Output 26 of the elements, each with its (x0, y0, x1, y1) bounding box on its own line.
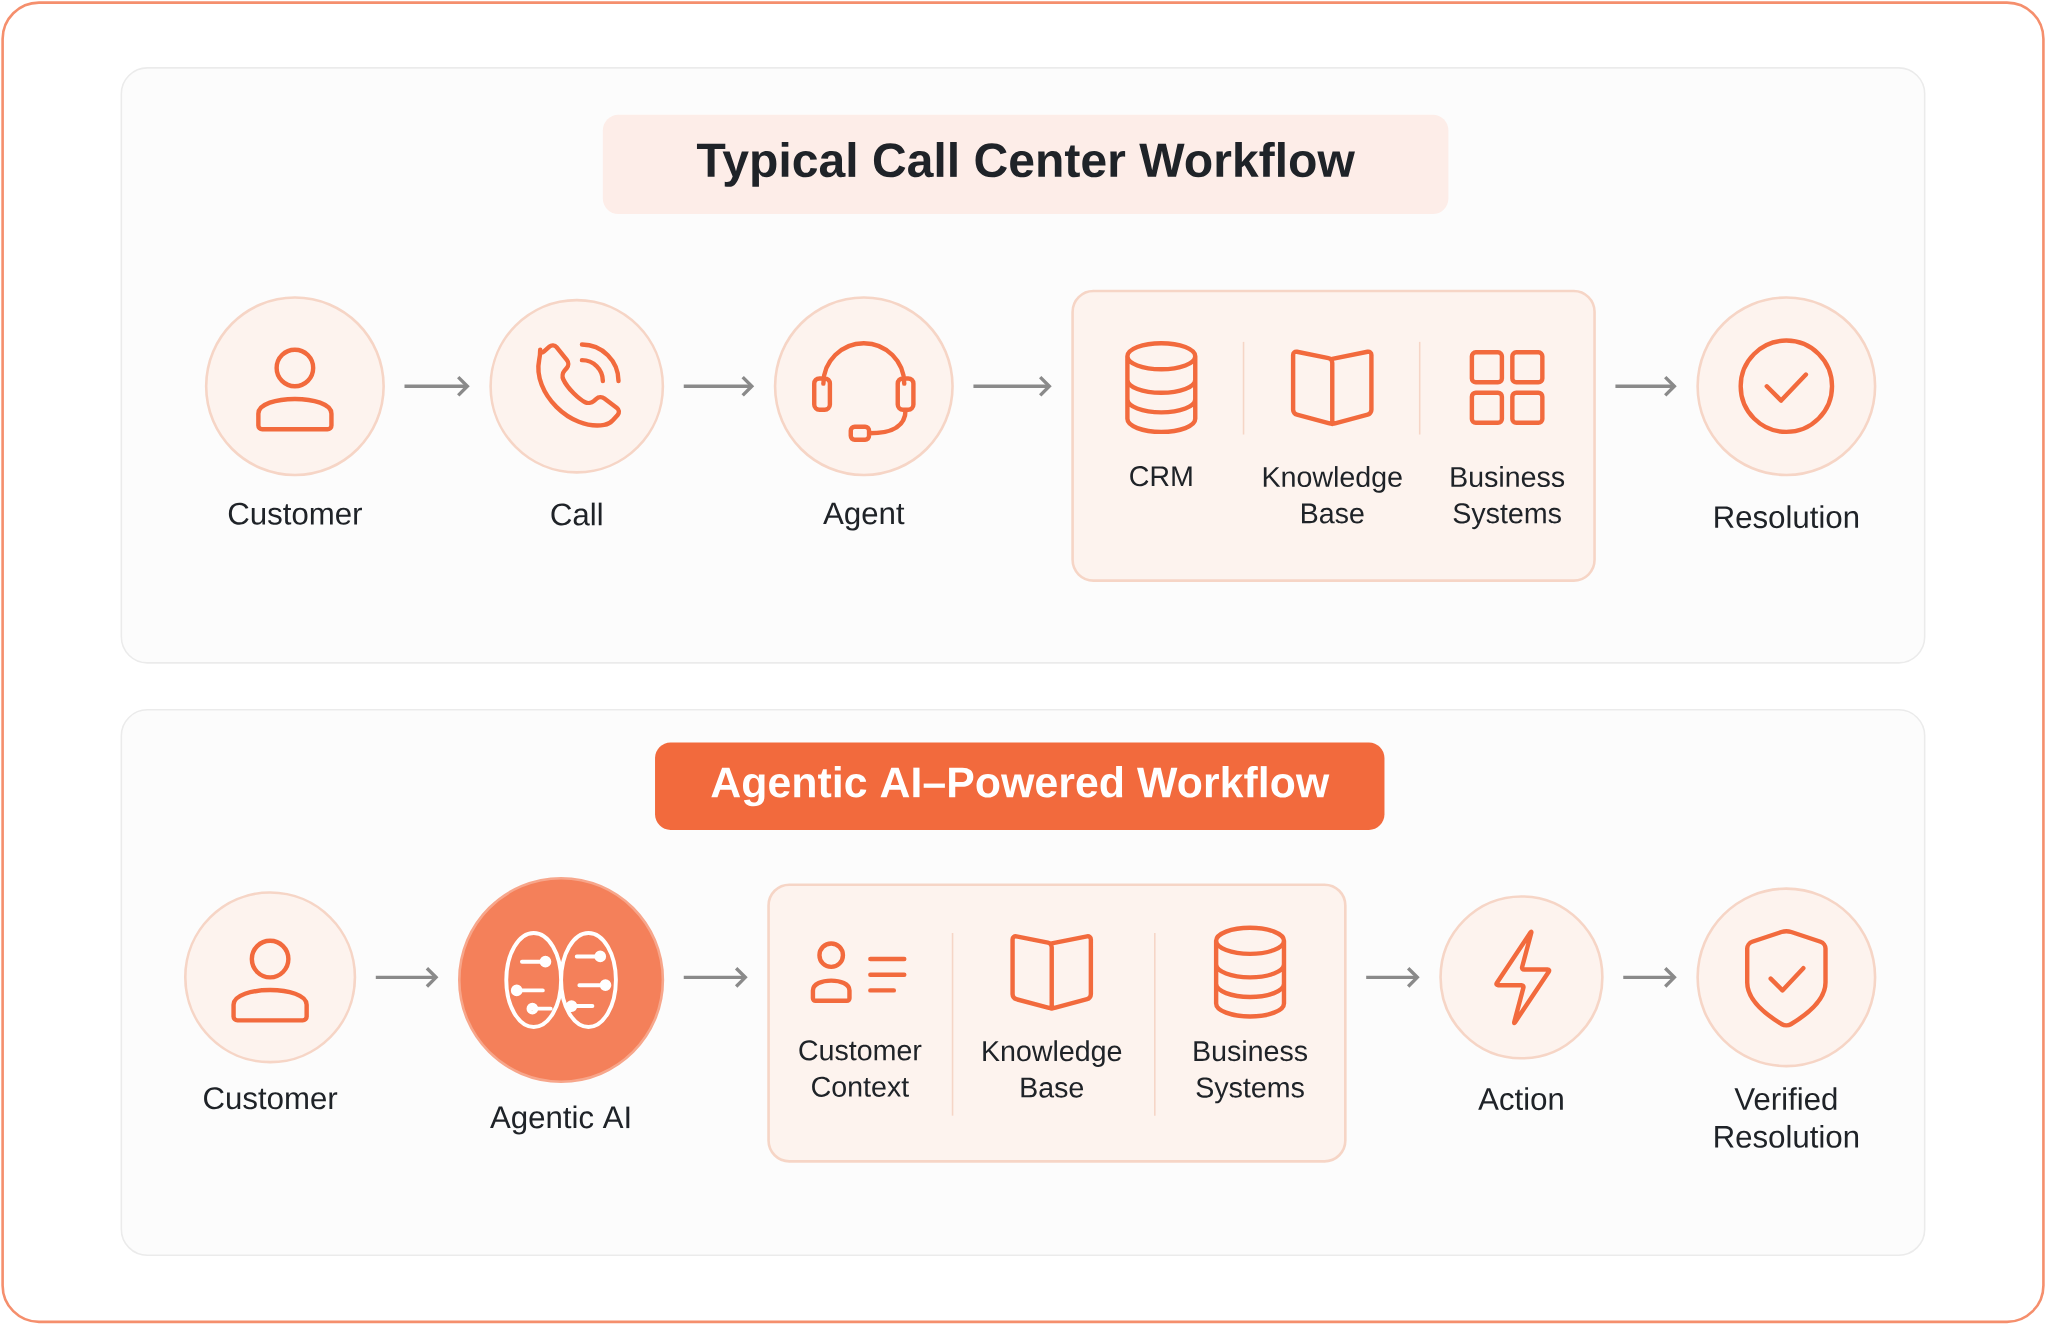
arrow (683, 966, 748, 988)
node-label: Call (551, 502, 602, 526)
node-label: Agent (823, 502, 905, 531)
item-label: Knowledge Base (983, 1040, 1122, 1098)
arrow (375, 966, 439, 988)
node-label: Agentic AI (490, 1105, 630, 1135)
arrow (404, 375, 470, 397)
title-banner: Agentic AI–Powered Workflow (655, 742, 1385, 830)
arrow (1366, 966, 1420, 988)
node-label: Action (1478, 1087, 1563, 1110)
arrow (683, 375, 755, 397)
node-label: Customer (204, 1087, 338, 1110)
item-label: Knowledge Base (1263, 465, 1402, 524)
node-label: Verified Resolution (1715, 1087, 1858, 1148)
arrow (973, 375, 1052, 397)
item-label: Business Systems (1451, 465, 1565, 529)
resource-panel (767, 883, 1347, 1163)
node-label: Customer (228, 502, 362, 525)
arrow (1623, 966, 1677, 988)
arrow (1615, 375, 1677, 397)
item-label: CRM (1130, 465, 1192, 487)
item-label: Business Systems (1194, 1040, 1308, 1104)
item-label: Customer Context (799, 1040, 922, 1097)
node-label: Resolution (1715, 505, 1858, 528)
resource-panel (1071, 289, 1596, 582)
title-banner: Typical Call Center Workflow (602, 114, 1449, 214)
